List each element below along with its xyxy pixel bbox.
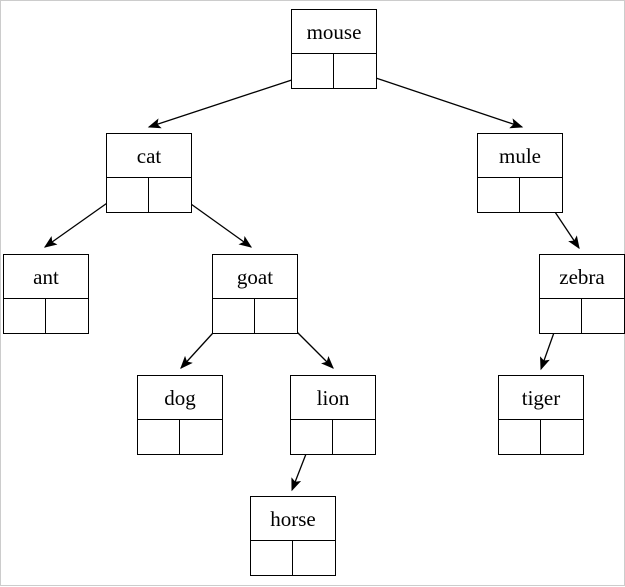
tree-node-tiger[interactable]: tiger <box>498 375 584 455</box>
right-pointer-cell[interactable] <box>255 299 297 333</box>
right-pointer-cell[interactable] <box>180 420 222 454</box>
tree-node-pointer-row <box>251 541 335 575</box>
right-pointer-cell[interactable] <box>333 420 375 454</box>
right-pointer-cell[interactable] <box>293 541 335 575</box>
tree-node-horse[interactable]: horse <box>250 496 336 576</box>
left-pointer-cell[interactable] <box>107 178 149 212</box>
tree-node-label: cat <box>107 134 191 178</box>
tree-node-label: ant <box>4 255 88 299</box>
tree-node-label: mule <box>478 134 562 178</box>
right-pointer-cell[interactable] <box>541 420 583 454</box>
tree-node-mouse[interactable]: mouse <box>291 9 377 89</box>
left-pointer-cell[interactable] <box>213 299 255 333</box>
edge-mouse-left-to-cat <box>147 72 314 129</box>
tree-node-pointer-row <box>107 178 191 212</box>
tree-node-pointer-row <box>138 420 222 454</box>
tree-node-label: mouse <box>292 10 376 54</box>
tree-node-pointer-row <box>499 420 583 454</box>
tree-node-pointer-row <box>291 420 375 454</box>
tree-node-label: lion <box>291 376 375 420</box>
right-pointer-cell[interactable] <box>46 299 88 333</box>
left-pointer-cell[interactable] <box>478 178 520 212</box>
tree-node-label: zebra <box>540 255 624 299</box>
left-pointer-cell[interactable] <box>4 299 46 333</box>
right-pointer-cell[interactable] <box>334 54 376 88</box>
tree-node-label: goat <box>213 255 297 299</box>
tree-node-lion[interactable]: lion <box>290 375 376 455</box>
tree-node-pointer-row <box>540 299 624 333</box>
tree-node-dog[interactable]: dog <box>137 375 223 455</box>
right-pointer-cell[interactable] <box>520 178 562 212</box>
edge-mouse-right-to-mule <box>354 70 524 129</box>
tree-node-pointer-row <box>292 54 376 88</box>
tree-node-label: horse <box>251 497 335 541</box>
tree-node-pointer-row <box>213 299 297 333</box>
left-pointer-cell[interactable] <box>540 299 582 333</box>
left-pointer-cell[interactable] <box>499 420 541 454</box>
left-pointer-cell[interactable] <box>251 541 293 575</box>
tree-node-goat[interactable]: goat <box>212 254 298 334</box>
left-pointer-cell[interactable] <box>138 420 180 454</box>
right-pointer-cell[interactable] <box>582 299 624 333</box>
left-pointer-cell[interactable] <box>291 420 333 454</box>
tree-node-ant[interactable]: ant <box>3 254 89 334</box>
right-pointer-cell[interactable] <box>149 178 191 212</box>
tree-node-pointer-row <box>478 178 562 212</box>
tree-node-zebra[interactable]: zebra <box>539 254 625 334</box>
tree-node-mule[interactable]: mule <box>477 133 563 213</box>
left-pointer-cell[interactable] <box>292 54 334 88</box>
tree-node-cat[interactable]: cat <box>106 133 192 213</box>
tree-node-label: tiger <box>499 376 583 420</box>
tree-node-pointer-row <box>4 299 88 333</box>
tree-node-label: dog <box>138 376 222 420</box>
